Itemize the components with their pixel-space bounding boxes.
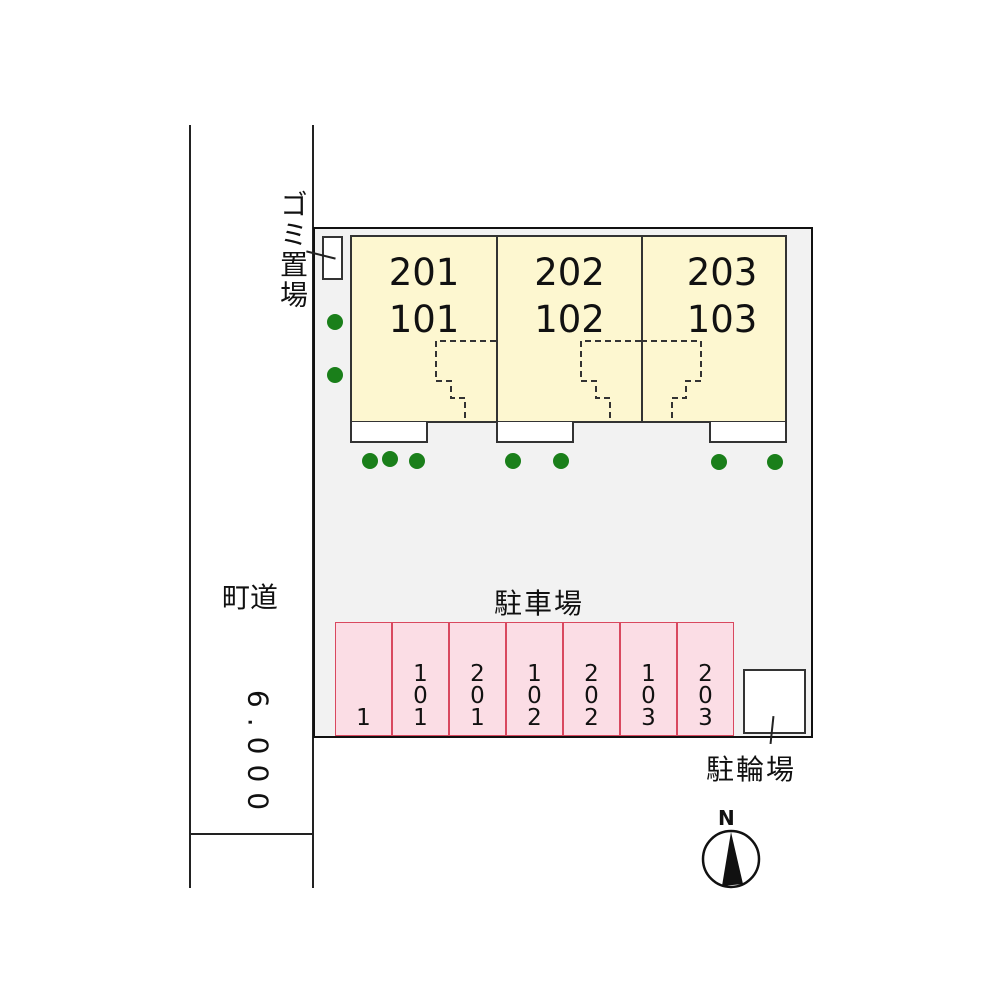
road-label: 町道: [222, 581, 279, 614]
tree-icon: [382, 451, 398, 467]
tree-icon: [362, 453, 378, 469]
balcony-102: [496, 422, 574, 443]
road-cross-line: [189, 833, 314, 835]
parking-space-201[interactable]: 2 0 1: [449, 622, 506, 736]
unit-upper-label: 202: [534, 251, 605, 294]
tree-icon: [711, 454, 727, 470]
balcony-103: [709, 422, 787, 443]
unit-lower-label: 102: [534, 298, 605, 341]
parking-space-202[interactable]: 2 0 2: [563, 622, 620, 736]
space-number: 1 0 3: [641, 661, 656, 731]
road-edge-left: [189, 125, 191, 888]
tree-icon: [505, 453, 521, 469]
space-number: 1 0 2: [527, 661, 542, 731]
north-arrow-icon: [701, 829, 761, 889]
bicycle-parking-area[interactable]: [743, 669, 806, 734]
unit-202-102[interactable]: 202 102: [496, 235, 643, 423]
space-number: 1: [356, 705, 371, 731]
tree-icon: [327, 367, 343, 383]
garbage-label: ゴミ置場: [276, 190, 309, 310]
unit-upper-label: 203: [686, 251, 758, 294]
parking-space-103[interactable]: 1 0 3: [620, 622, 677, 736]
balcony-101: [350, 422, 428, 443]
compass-label: N: [718, 806, 735, 830]
unit-201-101[interactable]: 201 101: [350, 235, 498, 423]
parking-space-203[interactable]: 2 0 3: [677, 622, 734, 736]
tree-icon: [409, 453, 425, 469]
parking-space-1[interactable]: 1: [335, 622, 392, 736]
bicycle-parking-label: 駐輪場: [706, 753, 797, 786]
tree-icon: [767, 454, 783, 470]
parking-space-102[interactable]: 1 0 2: [506, 622, 563, 736]
space-number: 2 0 1: [470, 661, 485, 731]
parking-space-101[interactable]: 1 0 1: [392, 622, 449, 736]
parking-label: 駐車場: [494, 587, 585, 620]
space-number: 2 0 3: [698, 661, 713, 731]
unit-upper-label: 201: [388, 251, 460, 294]
space-number: 1 0 1: [413, 661, 428, 731]
tree-icon: [553, 453, 569, 469]
unit-lower-label: 103: [686, 298, 758, 341]
space-number: 2 0 2: [584, 661, 599, 731]
unit-lower-label: 101: [388, 298, 460, 341]
tree-icon: [327, 314, 343, 330]
